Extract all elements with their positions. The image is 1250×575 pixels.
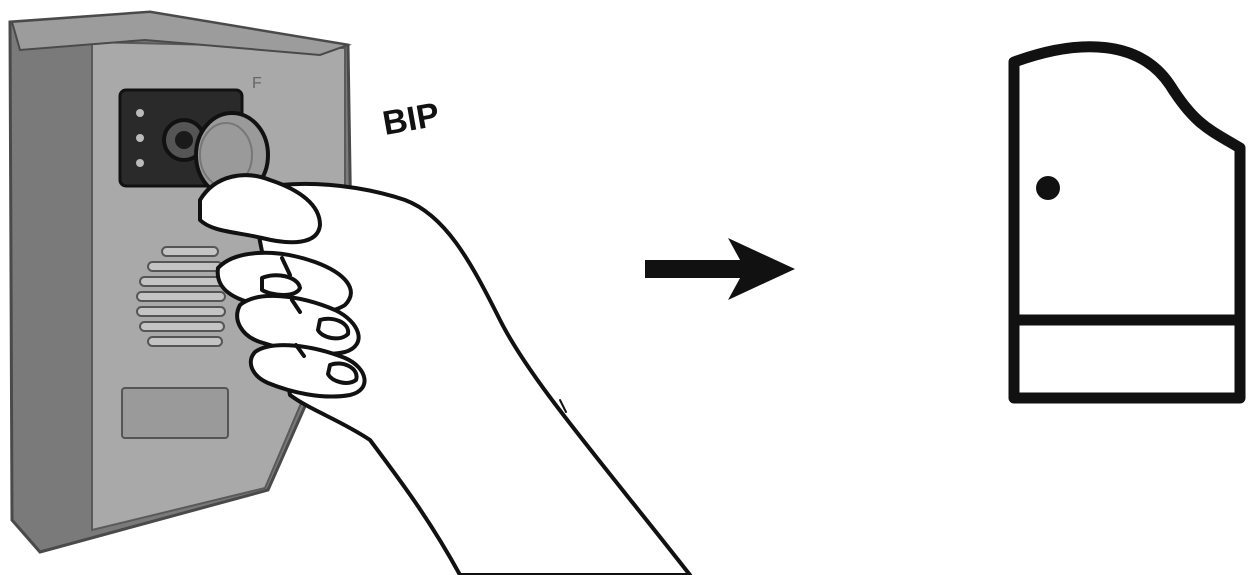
- hand-icon: [198, 173, 692, 575]
- panel-logo-mark: F: [252, 75, 262, 92]
- led-1: [136, 109, 144, 117]
- gate-handle: [1036, 176, 1060, 200]
- led-3: [136, 159, 144, 167]
- sound-label: BIP: [380, 96, 442, 143]
- name-plate: [121, 387, 229, 439]
- speaker-grille: [136, 246, 226, 347]
- camera-lens-inner: [175, 131, 193, 149]
- led-2: [136, 134, 144, 142]
- panel-top-rim: [10, 10, 352, 57]
- arrow-right-icon: [645, 238, 795, 300]
- gate-icon: [1008, 41, 1246, 404]
